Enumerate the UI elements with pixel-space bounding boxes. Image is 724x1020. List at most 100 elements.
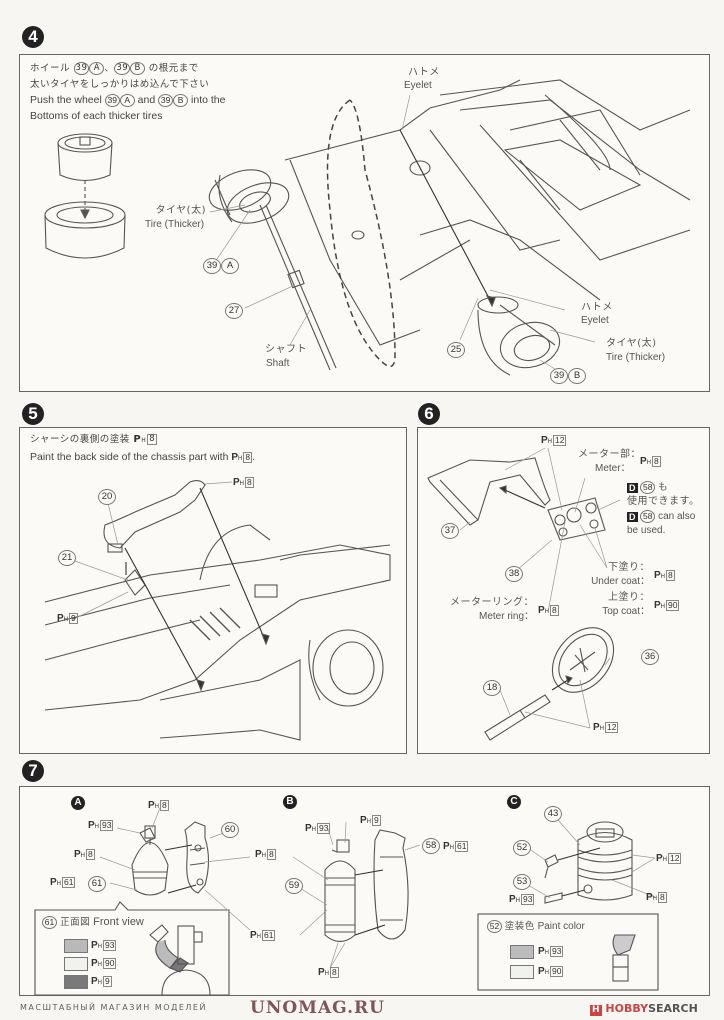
jp-text: シャーシの裏側の塗装 xyxy=(30,434,130,445)
step-4-panel xyxy=(19,54,710,392)
chassis-drawing xyxy=(284,79,691,346)
subsection-a-badge: A xyxy=(71,796,85,810)
paint-prefix: P xyxy=(538,966,545,977)
part-43: 43 xyxy=(544,806,562,822)
paint-number: 93 xyxy=(317,823,331,835)
en-text: Paint the back side of the chassis part … xyxy=(30,451,229,463)
hobbysearch-logo: H HOBBYSEARCH xyxy=(590,1002,698,1016)
part-number: 39 xyxy=(104,93,120,107)
under-coat-en: Under coat： xyxy=(591,576,650,587)
paint-prefix: P xyxy=(593,722,600,733)
paint-number: 12 xyxy=(605,722,619,734)
jp-text: 塗装色 xyxy=(504,921,535,933)
paint-sub: H xyxy=(652,896,658,902)
paint-sub: H xyxy=(366,819,372,825)
en-text: Paint color xyxy=(537,921,585,933)
paint-prefix: P xyxy=(250,930,257,941)
d-note-line-2: 使用できます。 xyxy=(627,496,700,507)
paint-sub: H xyxy=(56,881,62,887)
paint-prefix: P xyxy=(91,976,98,987)
paint-sub: H xyxy=(97,980,103,986)
paint-sub: H xyxy=(599,726,605,732)
paint-number: 8 xyxy=(550,605,559,617)
tire-right-en: Tire (Thicker) xyxy=(606,352,666,363)
paint-sub: H xyxy=(261,853,267,859)
paint-prefix: P xyxy=(541,435,548,446)
eyelet-top-en: Eyelet xyxy=(404,80,432,91)
paint-number: 90 xyxy=(666,600,680,612)
paint-number: 8 xyxy=(243,452,253,464)
step-4-instruction-jp-2: 太いタイヤをしっかりはめ込んで下さい xyxy=(30,79,210,90)
shaft-en: Shaft xyxy=(266,358,290,369)
d-sheet-badge: D xyxy=(627,482,638,493)
paint-prefix: P xyxy=(74,849,81,860)
paint-sub: H xyxy=(239,481,245,487)
part-59: 59 xyxy=(285,878,303,894)
part-number: 39 xyxy=(158,93,174,107)
paint-sub: H xyxy=(660,604,666,610)
paint-number: 8 xyxy=(86,849,95,861)
paint-number: 61 xyxy=(62,877,76,889)
under-coat-jp: 下塗り： xyxy=(608,562,650,573)
paint-number: 8 xyxy=(658,892,667,904)
en-text: Push the wheel xyxy=(30,94,102,106)
paint-sub: H xyxy=(154,804,160,810)
paint-number: 9 xyxy=(103,976,112,988)
paint-prefix: P xyxy=(305,823,312,834)
en-text: . xyxy=(252,451,256,463)
front-view-callout xyxy=(34,901,230,996)
tire-left-en: Tire (Thicker) xyxy=(145,219,205,230)
part-61: 61 xyxy=(88,876,106,892)
swatch-9 xyxy=(64,975,88,989)
step-6-number: 6 xyxy=(418,403,440,425)
paint-number: 61 xyxy=(262,930,276,942)
part-53: 53 xyxy=(513,874,531,890)
paint-sub: H xyxy=(311,827,317,833)
paint-number: 9 xyxy=(69,613,78,625)
paint-number: 8 xyxy=(267,849,276,861)
part-number: 58 xyxy=(640,481,656,494)
part-58: 58 xyxy=(422,838,440,854)
meter-en: Meter： xyxy=(595,463,631,474)
part-sub: B xyxy=(173,93,189,107)
paint-sub: H xyxy=(515,898,521,904)
paint-sub: H xyxy=(238,456,243,462)
part-36: 36 xyxy=(641,649,659,665)
front-view-title: 61 正面図 Front view xyxy=(42,915,144,930)
part-37: 37 xyxy=(441,523,459,539)
part-39a-number: 39 xyxy=(203,258,221,274)
paint-prefix: P xyxy=(88,820,95,831)
paint-number: 93 xyxy=(103,940,117,952)
part-sub: B xyxy=(130,62,146,75)
paint-prefix: P xyxy=(538,605,545,616)
paint-prefix: P xyxy=(50,877,57,888)
jp-text: も xyxy=(658,482,669,494)
part-60: 60 xyxy=(221,822,239,838)
jp-text: 正面図 xyxy=(60,917,91,928)
paint-number: 8 xyxy=(147,434,158,445)
paint-number: 8 xyxy=(666,570,675,582)
swatch-93 xyxy=(64,939,88,953)
eyelet-top-jp: ハトメ xyxy=(408,67,440,78)
part-number: 52 xyxy=(487,920,502,933)
paint-number: 12 xyxy=(668,853,682,865)
en-text: into the xyxy=(191,94,226,106)
part-39b-number: 39 xyxy=(550,368,568,384)
paint-prefix: P xyxy=(360,815,367,826)
subsection-b-badge: B xyxy=(283,795,297,809)
paint-prefix: P xyxy=(148,800,155,811)
